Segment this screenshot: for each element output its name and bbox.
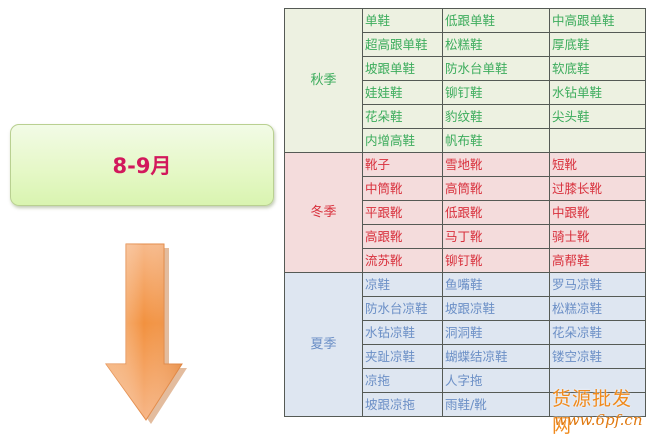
table-cell: 尖头鞋 [549,104,646,129]
table-cell: 鱼嘴鞋 [442,272,550,297]
table-cell [549,368,646,393]
table-row: 水钻凉鞋 洞洞鞋 花朵凉鞋 [285,320,646,345]
table-cell: 低跟靴 [442,200,550,225]
table-cell: 高筒靴 [442,176,550,201]
table-row: 夏季 凉鞋 鱼嘴鞋 罗马凉鞋 [284,272,646,417]
table-cell: 松糕鞋 [442,32,550,57]
table-cell: 坡跟单鞋 [362,56,443,81]
table-cell: 坡跟凉鞋 [442,296,550,321]
table-cell: 水钻单鞋 [549,80,646,105]
table-cell: 过膝长靴 [549,176,646,201]
table-cell: 平跟靴 [362,200,443,225]
table-row: 娃娃鞋 铆钉鞋 水钻单鞋 [285,80,646,105]
table-row: 夹趾凉鞋 蝴蝶结凉鞋 镂空凉鞋 [285,344,646,369]
table-row: 防水台凉鞋 坡跟凉鞋 松糕凉鞋 [285,296,646,321]
table-cell: 凉鞋 [362,272,443,297]
table-cell: 花朵凉鞋 [549,320,646,345]
table-cell: 软底鞋 [549,56,646,81]
table-cell: 帆布鞋 [442,128,550,153]
down-arrow-icon [105,243,187,424]
winter-section: 冬季 靴子 雪地靴 短靴 中筒靴 高筒靴 过膝长靴 平跟靴 低跟靴 中跟靴 高跟… [284,152,646,273]
table-cell: 罗马凉鞋 [549,272,646,297]
table-cell: 豹纹鞋 [442,104,550,129]
table-cell: 坡跟凉拖 [362,392,443,417]
table-row: 高跟靴 马丁靴 骑士靴 [285,224,646,249]
summer-section: 夏季 凉鞋 鱼嘴鞋 罗马凉鞋 防水台凉鞋 坡跟凉鞋 松糕凉鞋 水钻凉鞋 洞洞鞋 … [284,272,646,417]
table-row: 流苏靴 铆钉靴 高帮鞋 [285,248,646,273]
table-cell: 雪地靴 [442,152,550,177]
table-cell: 马丁靴 [442,224,550,249]
table-cell: 镂空凉鞋 [549,344,646,369]
table-cell: 中跟靴 [549,200,646,225]
shoe-category-table: 秋季 单鞋 低跟单鞋 中高跟单鞋 超高跟单鞋 松糕鞋 厚底鞋 坡跟单鞋 防水台单… [284,8,646,417]
table-cell: 厚底鞋 [549,32,646,57]
table-cell: 防水台单鞋 [442,56,550,81]
month-range-box: 8-9月 [10,124,274,206]
table-cell: 人字拖 [442,368,550,393]
table-cell: 洞洞鞋 [442,320,550,345]
table-row: 凉拖 人字拖 [285,368,646,393]
table-cell: 娃娃鞋 [362,80,443,105]
autumn-section: 秋季 单鞋 低跟单鞋 中高跟单鞋 超高跟单鞋 松糕鞋 厚底鞋 坡跟单鞋 防水台单… [284,8,646,153]
table-cell: 雨鞋/靴 [442,392,550,417]
table-cell: 内增高鞋 [362,128,443,153]
table-cell: 铆钉鞋 [442,80,550,105]
table-row: 坡跟单鞋 防水台单鞋 软底鞋 [285,56,646,81]
table-cell: 中高跟单鞋 [549,8,646,33]
table-row: 内增高鞋 帆布鞋 [285,128,646,153]
table-cell: 超高跟单鞋 [362,32,443,57]
season-label-summer: 夏季 [284,272,363,417]
table-cell: 铆钉靴 [442,248,550,273]
table-row: 冬季 靴子 雪地靴 短靴 [284,152,646,273]
table-cell: 夹趾凉鞋 [362,344,443,369]
table-cell: 花朵鞋 [362,104,443,129]
season-label-autumn: 秋季 [284,8,363,153]
table-cell [549,392,646,417]
table-cell: 短靴 [549,152,646,177]
table-cell: 流苏靴 [362,248,443,273]
table-cell: 高跟靴 [362,224,443,249]
table-row: 秋季 单鞋 低跟单鞋 中高跟单鞋 [284,8,646,153]
month-range-label: 8-9月 [112,154,172,178]
table-cell: 靴子 [362,152,443,177]
table-cell [549,128,646,153]
table-row: 平跟靴 低跟靴 中跟靴 [285,200,646,225]
table-cell: 防水台凉鞋 [362,296,443,321]
table-cell: 中筒靴 [362,176,443,201]
table-row: 超高跟单鞋 松糕鞋 厚底鞋 [285,32,646,57]
table-cell: 骑士靴 [549,224,646,249]
table-row: 花朵鞋 豹纹鞋 尖头鞋 [285,104,646,129]
table-cell: 低跟单鞋 [442,8,550,33]
table-cell: 水钻凉鞋 [362,320,443,345]
table-cell: 高帮鞋 [549,248,646,273]
table-cell: 松糕凉鞋 [549,296,646,321]
table-cell: 凉拖 [362,368,443,393]
table-cell: 蝴蝶结凉鞋 [442,344,550,369]
table-cell: 单鞋 [362,8,443,33]
table-row: 坡跟凉拖 雨鞋/靴 [285,392,646,417]
season-label-winter: 冬季 [284,152,363,273]
